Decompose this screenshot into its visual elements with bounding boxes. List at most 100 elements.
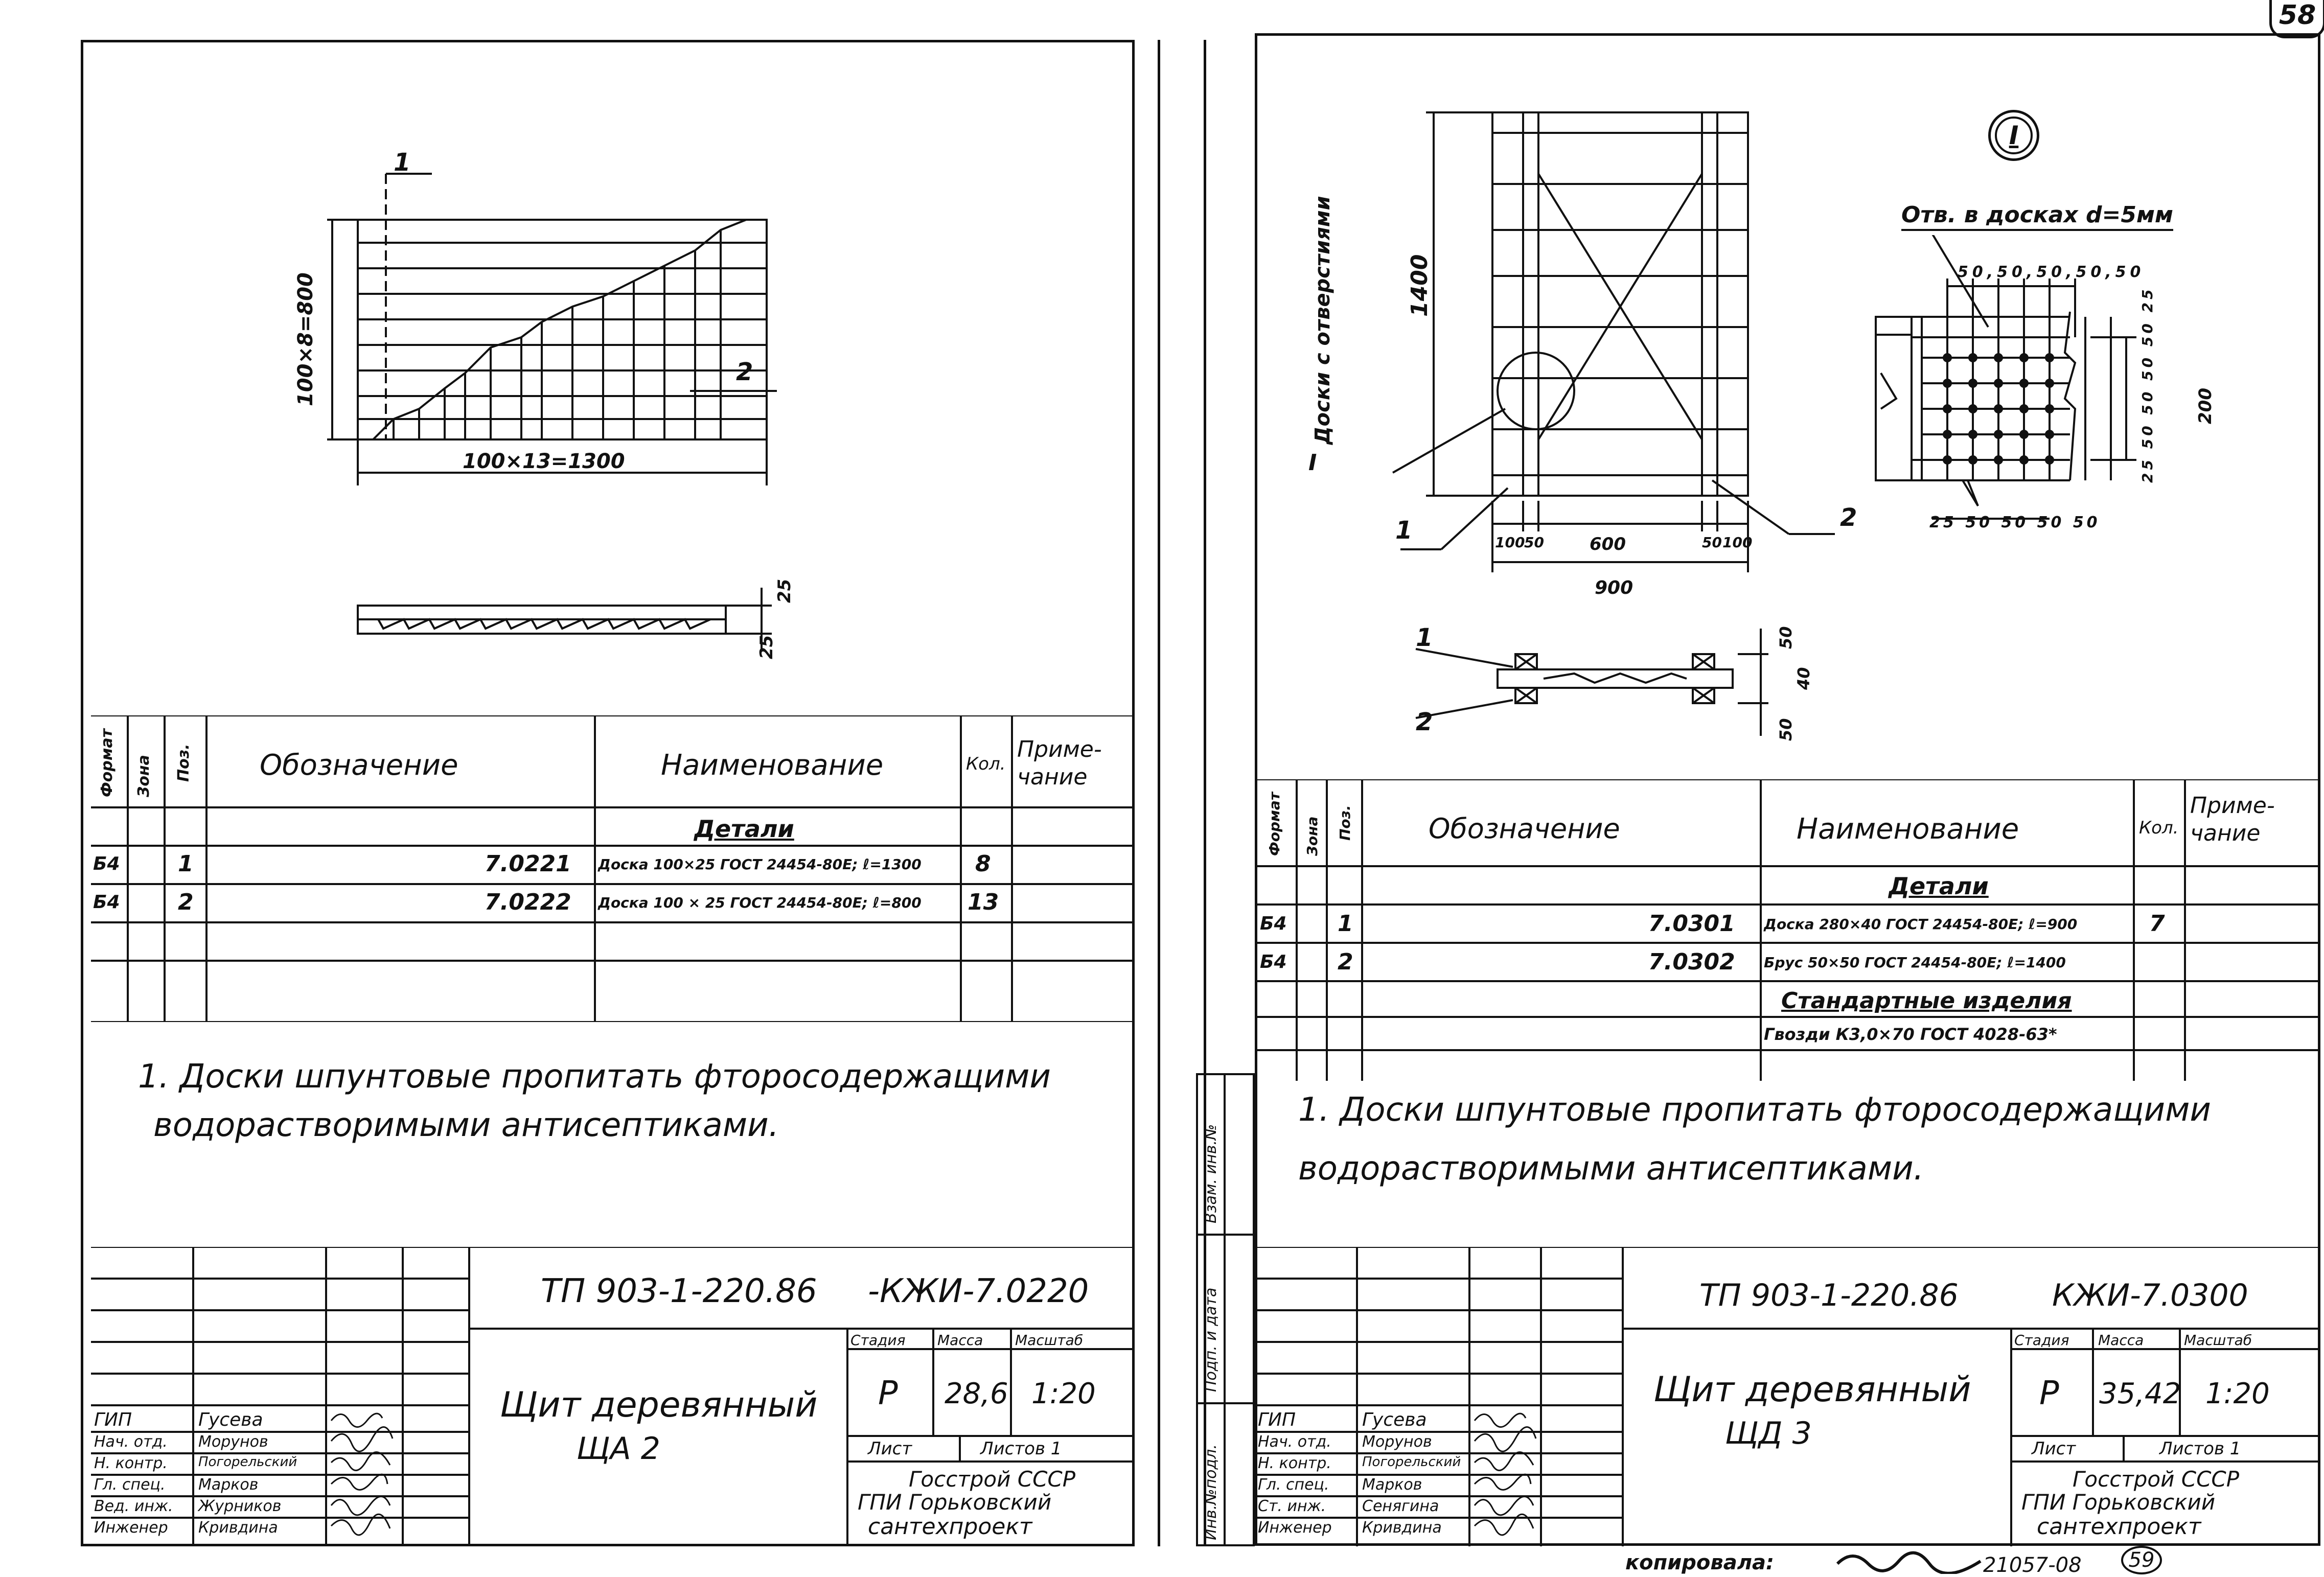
hole-spacing-side-4: 50: [2139, 320, 2156, 347]
right-staff-name-5: Кривдина: [1362, 1519, 1442, 1537]
right-section-callout-2-text: 2: [1416, 708, 1433, 736]
left-tb-org-1: Госстрой СССР: [909, 1467, 1075, 1492]
right-dim-height-text: 1400: [1407, 254, 1433, 317]
right-note-line-2-text: водорастворимыми антисептиками.: [1298, 1150, 1924, 1188]
sheet-number-top: 58: [2269, 0, 2324, 38]
left-staff-role-3-text: Гл. спец.: [94, 1476, 166, 1494]
left-dim-height-text: 100×8=800: [294, 272, 317, 406]
hole-spacing-top-2: 50: [2036, 263, 2066, 281]
left-dim-thickness-1-text: 25: [774, 578, 795, 603]
right-callout-2: 2: [1840, 503, 1857, 532]
left-tb-scale: 1:20: [1031, 1377, 1096, 1410]
hole-spacing-side-2: 50: [2139, 388, 2156, 415]
archive-number-text: 21057-08: [1983, 1553, 2082, 1577]
left-spec-row2-format-text: Б4: [93, 892, 120, 913]
right-note-line-1-text: 1. Доски шпунтовые пропитать фторосодерж…: [1298, 1091, 2211, 1129]
left-staff-role-5-text: Инженер: [94, 1519, 168, 1537]
left-tb-code-suffix: -КЖИ-7.0220: [868, 1272, 1089, 1310]
node-label-text: I: [2009, 121, 2019, 150]
right-tb-code-text: ТП 903-1-220.86: [1699, 1278, 1959, 1313]
hole-spacing-side-5: 25: [2139, 286, 2156, 313]
hole-spacing-side-1: 50: [2139, 423, 2156, 449]
right-tb-mass: 35,42: [2099, 1377, 2181, 1410]
right-tb-title-2-text: ЩД 3: [1725, 1416, 1812, 1451]
left-callout-1: 1: [394, 148, 410, 177]
sheet-number-bottom-text: 59: [2128, 1548, 2155, 1572]
right-spec-header-designation-text: Обозначение: [1429, 813, 1620, 845]
right-spec-header-zone-text: Зона: [1304, 816, 1321, 856]
right-tb-col-scale: Масштаб: [2184, 1332, 2252, 1349]
right-tb-col-stage-text: Стадия: [2014, 1332, 2069, 1349]
left-tb-title-2: ЩА 2: [577, 1431, 660, 1467]
left-tb-org-2: ГПИ Горьковский: [858, 1490, 1051, 1515]
left-dim-thickness-2: 25: [756, 635, 777, 659]
right-spec-row3-name-text: Гвозди К3,0×70 ГОСТ 4028-63*: [1764, 1025, 2057, 1044]
right-staff-role-3-text: Гл. спец.: [1258, 1476, 1329, 1494]
left-spec-row2-designation: 7.0222: [485, 889, 571, 915]
right-spec-table: Формат Зона Поз. Обозначение Наименовани…: [1255, 779, 2320, 1081]
right-spec-row2-pos: 2: [1338, 949, 1353, 975]
right-section-callout-2: 2: [1416, 708, 1433, 736]
right-spec-row1-format: Б4: [1260, 913, 1287, 934]
right-spec-header-note-text: Приме-чание: [2190, 793, 2275, 846]
left-tb-code-text: ТП 903-1-220.86: [541, 1272, 817, 1310]
right-spec-row1-designation: 7.0301: [1648, 911, 1735, 937]
side-label-replace-text: Взам. инв.№: [1202, 1124, 1220, 1223]
right-spec-section-title: Детали: [1889, 872, 1989, 900]
right-spec-row2-format: Б4: [1260, 952, 1287, 972]
left-staff-role-4-text: Вед. инж.: [94, 1497, 173, 1515]
left-dim-thickness-1: 25: [774, 579, 795, 603]
right-staff-role-2-text: Н. контр.: [1258, 1454, 1331, 1472]
right-tb-title-1-text: Щит деревянный: [1653, 1370, 1971, 1410]
left-spec-row2-qty-text: 13: [968, 889, 999, 915]
side-label-divider-1: [1198, 1234, 1255, 1236]
left-staff-role-1-text: Нач. отд.: [94, 1433, 168, 1451]
left-callout-2: 2: [736, 358, 753, 386]
hole-spacing-top-0: 50: [1958, 263, 1987, 281]
hole-spacing-bottom-3: 50: [2037, 514, 2065, 531]
right-staff-role-0-text: ГИП: [1258, 1409, 1296, 1430]
right-tb-sheets-text: Листов 1: [2159, 1439, 2241, 1459]
right-staff-name-1-text: Морунов: [1362, 1433, 1432, 1451]
right-staff-name-4-text: Сенягина: [1362, 1497, 1439, 1515]
left-staff-name-4-text: Журников: [198, 1497, 282, 1515]
right-tb-sheet: Лист: [2032, 1439, 2076, 1459]
right-spec-header-note: Приме-чание: [2190, 792, 2318, 847]
right-section-dim-3: 50: [1776, 718, 1796, 741]
right-tb-org-1: Госстрой СССР: [2073, 1467, 2239, 1492]
right-spec-row2-name: Брус 50×50 ГОСТ 24454-80Е; ℓ=1400: [1764, 954, 2066, 971]
left-tb-org-3: сантехпроект: [868, 1514, 1032, 1540]
right-tb-code-suffix: КЖИ-7.0300: [2052, 1278, 2248, 1313]
left-tb-stage-text: Р: [878, 1375, 898, 1412]
hole-spacing-top: 50,50,50,50,50: [1958, 263, 2145, 281]
left-dim-height: 100×8=800: [294, 272, 317, 406]
left-spec-header-pos-text: Поз.: [175, 744, 193, 782]
hole-spacing-bottom-0: 25: [1929, 514, 1957, 531]
left-staff-role-0-text: ГИП: [94, 1409, 132, 1430]
right-section-dim-3-text: 50: [1776, 718, 1796, 741]
left-tb-code-suffix-text: -КЖИ-7.0220: [868, 1272, 1089, 1310]
right-spec-header-qty-text: Кол.: [2139, 818, 2179, 838]
right-spec-row1-qty: 7: [2149, 911, 2165, 937]
right-tb-title-1: Щит деревянный: [1653, 1370, 1971, 1410]
left-spec-header-pos: Поз.: [175, 744, 193, 782]
left-spec-section-title: Детали: [694, 815, 794, 843]
left-spec-header-zone-text: Зона: [135, 755, 153, 797]
right-dim-w-0: 100: [1495, 534, 1525, 551]
left-spec-row1-format: Б4: [93, 853, 120, 874]
left-tb-col-scale: Масштаб: [1015, 1332, 1083, 1349]
left-tb-title-1-text: Щит деревянный: [500, 1385, 818, 1425]
left-spec-row1-designation-text: 7.0221: [485, 851, 571, 877]
left-staff-name-3-text: Марков: [198, 1476, 259, 1494]
left-spec-row2-qty: 13: [968, 889, 999, 915]
hole-spacing-side: 25 50 50 50 50 25: [2139, 286, 2156, 483]
right-tb-sheets: Листов 1: [2159, 1439, 2241, 1459]
left-staff-role-2: Н. контр.: [94, 1454, 168, 1472]
right-spec-row2-designation: 7.0302: [1648, 949, 1735, 975]
left-tb-mass-text: 28,6: [945, 1377, 1008, 1410]
right-side-label: Доски с отверстиями: [1311, 196, 1334, 445]
left-tb-org-2-text: ГПИ Горьковский: [858, 1490, 1052, 1515]
left-spec-row2-pos-text: 2: [178, 889, 194, 915]
left-spec-row2-pos: 2: [178, 889, 194, 915]
right-section-callout-1: 1: [1416, 623, 1433, 652]
